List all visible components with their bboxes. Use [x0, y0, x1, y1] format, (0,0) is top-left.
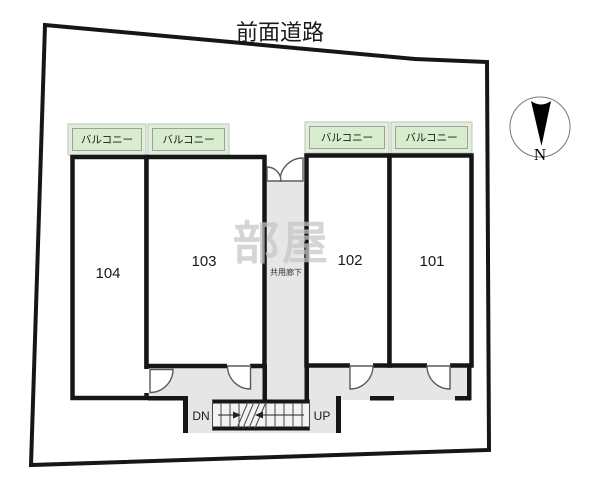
compass-needle-icon	[531, 101, 551, 146]
railing-segment-left	[148, 396, 184, 401]
entry-door-102-icon	[349, 365, 374, 390]
room-104	[70, 154, 149, 401]
railing-segment-mid	[370, 396, 394, 401]
corridor-entrance-door-small-icon	[266, 166, 282, 182]
north-label: N	[534, 145, 546, 164]
room-101	[387, 153, 474, 368]
stairwell-left-wall	[183, 396, 188, 433]
opening-104	[143, 369, 150, 393]
corridor-left-wall	[262, 364, 267, 400]
road-label: 前面道路	[236, 20, 324, 45]
opening-102	[350, 361, 373, 368]
room-102-label: 102	[337, 252, 362, 269]
room-103	[144, 154, 267, 369]
room-102	[304, 153, 392, 368]
entry-door-103-icon	[226, 365, 252, 390]
stairs-up-label: UP	[314, 409, 331, 423]
balcony-inner	[72, 128, 142, 151]
corridor-right-wall	[304, 363, 309, 400]
balcony-inner	[395, 126, 468, 149]
balcony-label: バルコニー	[321, 132, 373, 144]
room-104-label: 104	[95, 265, 120, 282]
balcony-inner	[309, 126, 385, 149]
shared-corridor-horizontal	[148, 366, 471, 400]
balcony-label: バルコニー	[81, 134, 133, 146]
corridor-label: 共用廊下	[270, 267, 302, 277]
balcony-inner	[152, 128, 225, 151]
railing-segment-right	[455, 396, 471, 401]
stair-arrow-right-icon	[233, 411, 241, 419]
stairs-down-label: DN	[192, 409, 209, 423]
balcony-102: バルコニー	[304, 121, 390, 154]
watermark-text: 部屋	[233, 217, 331, 269]
stairwell-right-wall	[336, 396, 341, 433]
stair-arrow-left-icon	[255, 411, 263, 419]
opening-101	[427, 361, 450, 368]
balcony-104: バルコニー	[67, 123, 147, 156]
balcony-101: バルコニー	[390, 121, 473, 154]
room-103-label: 103	[191, 253, 216, 270]
stairs: DN UP	[192, 399, 331, 431]
balcony-label: バルコニー	[162, 134, 214, 146]
room-101-label: 101	[419, 253, 444, 270]
entry-door-101-icon	[426, 365, 451, 390]
shared-corridor-vertical	[266, 182, 305, 370]
entry-door-104-icon	[149, 368, 174, 394]
corridor-end-wall	[467, 364, 472, 400]
balcony-label: バルコニー	[405, 132, 457, 144]
compass: N	[509, 96, 571, 164]
balcony-103: バルコニー	[147, 123, 230, 156]
